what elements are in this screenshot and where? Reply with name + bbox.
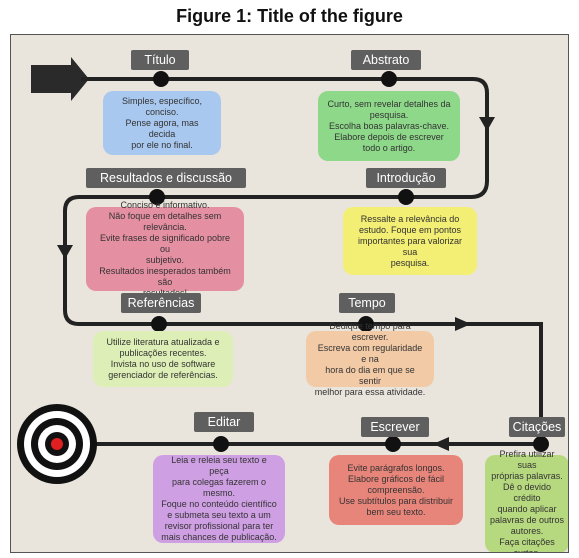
arrow-right-icon [455, 317, 471, 331]
stage-label-abstrato: Abstrato [351, 50, 421, 70]
stage-box-escrever: Evite parágrafos longos. Elabore gráfico… [329, 455, 463, 525]
arrow-down-icon [57, 245, 73, 259]
stage-box-tempo: Dedique tempo para escrever. Escreva com… [306, 321, 434, 397]
arrow-down-icon [479, 117, 495, 131]
stage-label-titulo: Título [131, 50, 189, 70]
figure-title: Figure 1: Title of the figure [176, 6, 403, 26]
stage-label-introducao: Introdução [366, 168, 446, 188]
start-arrow-icon [31, 57, 89, 101]
stage-label-resultados: Resultados e discussão [86, 168, 246, 188]
stage-box-editar: Leia e releia seu texto e peça para cole… [153, 455, 285, 543]
stage-label-editar: Editar [194, 412, 254, 432]
stage-label-citacoes: Citações [509, 417, 565, 437]
target-icon [17, 404, 97, 484]
stage-box-abstrato: Curto, sem revelar detalhes da pesquisa.… [318, 91, 460, 161]
flow-path [17, 57, 549, 484]
stage-box-titulo: Simples, específico, conciso. Pense agor… [103, 91, 221, 155]
stage-label-referencias: Referências [121, 293, 201, 313]
stage-box-citacoes: Prefira utilizar suas próprias palavras.… [485, 449, 568, 552]
stage-box-introducao: Ressalte a relevância do estudo. Foque e… [343, 207, 477, 275]
stage-label-escrever: Escrever [361, 417, 429, 437]
stage-box-resultados: Conciso e informativo. Não foque em deta… [86, 200, 244, 298]
arrow-left-icon [433, 437, 449, 451]
diagram-frame: Título Simples, específico, conciso. Pen… [10, 34, 569, 553]
stage-box-referencias: Utilize literatura atualizada e publicaç… [93, 331, 233, 387]
stage-label-tempo: Tempo [339, 293, 395, 313]
